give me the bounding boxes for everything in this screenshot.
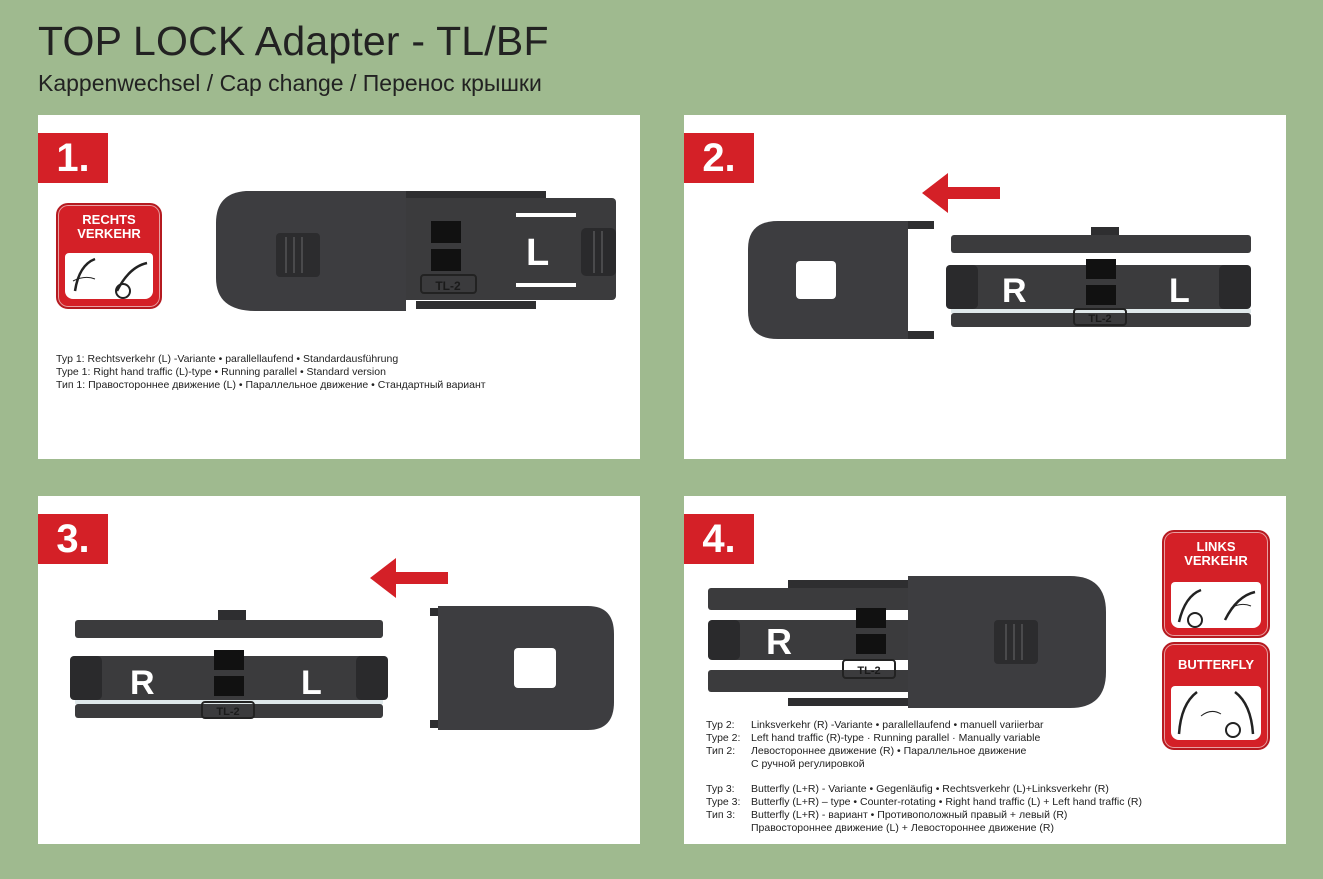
adapter-with-cap-image: R TL-2 bbox=[708, 576, 1106, 708]
wiper-scene-icon bbox=[1171, 686, 1261, 740]
step-2-number: 2. bbox=[684, 133, 754, 183]
model-label: TL-2 bbox=[216, 706, 239, 718]
butterfly-badge: BUTTERFLY bbox=[1162, 642, 1270, 750]
label-l: L bbox=[1169, 272, 1190, 310]
desc-row: Type 2:Left hand traffic (R)-type · Runn… bbox=[706, 732, 1041, 744]
wiper-arcs-icon bbox=[1177, 588, 1256, 628]
desc-row: Правостороннее движение (L) + Левосторон… bbox=[751, 822, 1054, 834]
wiper-scene-icon bbox=[65, 253, 153, 299]
desc-row: С ручной регулировкой bbox=[751, 758, 865, 770]
badge-text-line1: LINKS bbox=[1196, 539, 1236, 554]
step-1-description: Typ 1: Rechtsverkehr (L) -Variante • par… bbox=[56, 353, 486, 392]
badge-text-line1: RECHTS bbox=[82, 212, 136, 227]
page-title: TOP LOCK Adapter - TL/BF bbox=[38, 18, 549, 64]
label-l: L bbox=[526, 232, 549, 274]
model-label: TL-2 bbox=[435, 279, 461, 293]
adapter-body-image: R L TL-2 bbox=[946, 227, 1251, 327]
step-1-panel: 1. RECHTS VERKEHR L TL-2 bbox=[38, 115, 640, 459]
arrow-left-icon bbox=[370, 558, 448, 598]
links-verkehr-badge: LINKS VERKEHR bbox=[1162, 530, 1270, 638]
desc-row: Тип 2:Левостороннее движение (R) • Парал… bbox=[706, 745, 1027, 757]
step-3-panel: 3. R L TL-2 bbox=[38, 496, 640, 844]
cap-image bbox=[430, 606, 614, 730]
wiper-arcs-icon bbox=[72, 257, 148, 299]
adapter-with-cap-image: L TL-2 bbox=[216, 191, 616, 311]
label-r: R bbox=[766, 621, 792, 662]
badge-text-line2: VERKEHR bbox=[77, 226, 141, 241]
desc-line: Type 1: Right hand traffic (L)-type • Ru… bbox=[56, 366, 386, 378]
arrow-left-icon bbox=[922, 173, 1000, 213]
desc-row: Тип 3:Butterfly (L+R) - вариант • Против… bbox=[706, 809, 1068, 821]
step-3-number: 3. bbox=[38, 514, 108, 564]
badge-text-line1: BUTTERFLY bbox=[1177, 657, 1255, 672]
desc-line: Тип 1: Правостороннее движение (L) • Пар… bbox=[56, 379, 486, 391]
rechts-verkehr-badge: RECHTS VERKEHR bbox=[56, 203, 162, 309]
model-label: TL-2 bbox=[1088, 313, 1111, 325]
label-r: R bbox=[130, 664, 155, 702]
step-1-number: 1. bbox=[38, 133, 108, 183]
step-4-description: Typ 2:Linksverkehr (R) -Variante • paral… bbox=[706, 719, 1142, 835]
label-r: R bbox=[1002, 272, 1027, 310]
model-label: TL-2 bbox=[857, 665, 880, 677]
desc-line: Typ 1: Rechtsverkehr (L) -Variante • par… bbox=[56, 353, 399, 365]
label-l: L bbox=[301, 664, 322, 702]
desc-row: Typ 2:Linksverkehr (R) -Variante • paral… bbox=[706, 719, 1044, 731]
adapter-body-image: R L TL-2 bbox=[70, 610, 388, 719]
desc-row: Type 3:Butterfly (L+R) – type • Counter-… bbox=[706, 796, 1142, 808]
desc-row: Typ 3:Butterfly (L+R) - Variante • Gegen… bbox=[706, 783, 1109, 795]
page-subtitle: Kappenwechsel / Cap change / Перенос кры… bbox=[38, 70, 542, 96]
removed-cap-image bbox=[748, 221, 934, 339]
butterfly-wiper-icon bbox=[1177, 691, 1255, 738]
step-2-panel: 2. R L TL-2 bbox=[684, 115, 1286, 459]
step-4-panel: 4. R TL-2 LINKS VERKEHR bbox=[684, 496, 1286, 844]
badge-text-line2: VERKEHR bbox=[1184, 553, 1248, 568]
wiper-scene-icon bbox=[1171, 582, 1261, 628]
step-4-number: 4. bbox=[684, 514, 754, 564]
